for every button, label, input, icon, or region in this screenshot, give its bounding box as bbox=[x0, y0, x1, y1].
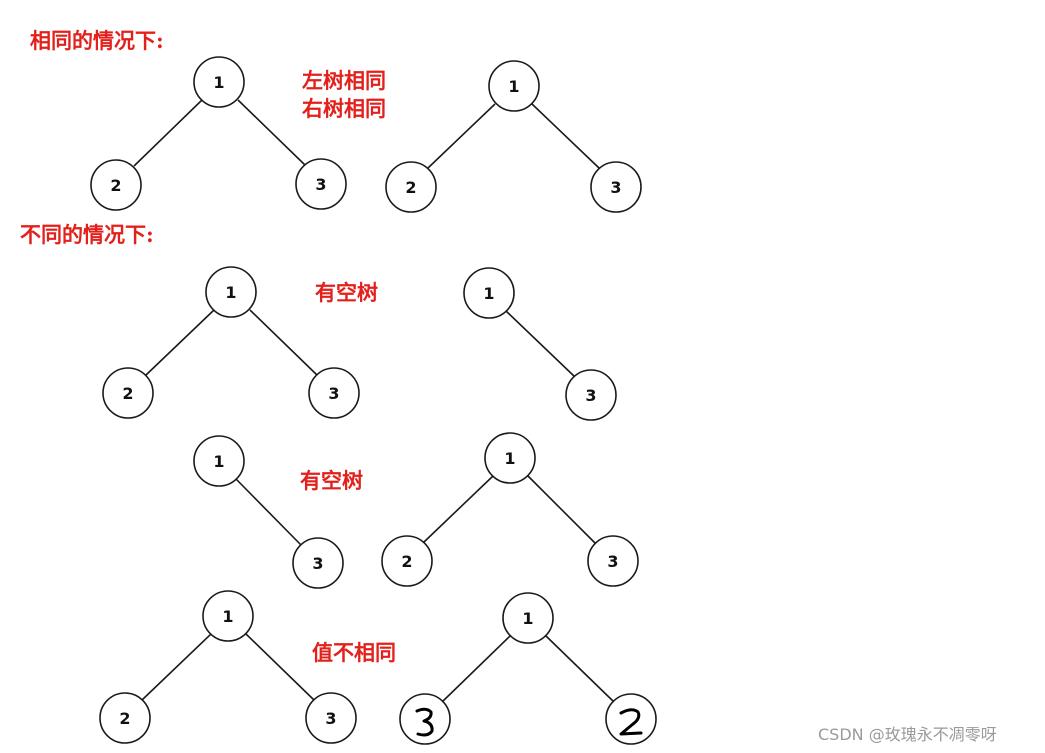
node-label: 1 bbox=[483, 284, 494, 303]
tree-node: 3 bbox=[587, 535, 639, 587]
tree-edge bbox=[145, 309, 215, 376]
tree-edge bbox=[441, 635, 511, 703]
node-label: 2 bbox=[405, 178, 416, 197]
tree-node-handwritten-3 bbox=[399, 693, 451, 745]
tree-edge bbox=[423, 475, 494, 543]
annotation-empty-2: 有空树 bbox=[300, 468, 363, 493]
node-label: 1 bbox=[508, 77, 519, 96]
tree-edge bbox=[527, 475, 597, 545]
node-label: 2 bbox=[401, 552, 412, 571]
tree-node: 3 bbox=[295, 158, 347, 210]
node-label: 3 bbox=[585, 386, 596, 405]
annotation-empty-1: 有空树 bbox=[315, 280, 378, 305]
tree-node: 1 bbox=[193, 435, 245, 487]
annotation-left-same: 左树相同 bbox=[302, 68, 386, 93]
tree-node: 2 bbox=[381, 535, 433, 587]
tree-value-right: 1 bbox=[399, 592, 657, 745]
handwritten-digit bbox=[415, 707, 434, 737]
node-label: 3 bbox=[328, 384, 339, 403]
tree-node: 1 bbox=[205, 266, 257, 318]
tree-node: 3 bbox=[305, 692, 357, 744]
heading-different: 不同的情况下: bbox=[20, 222, 154, 247]
tree-node: 2 bbox=[102, 367, 154, 419]
tree-empty1-right: 1 3 bbox=[463, 267, 617, 421]
tree-edge bbox=[245, 633, 315, 701]
tree-empty2-right: 1 2 3 bbox=[381, 432, 639, 587]
node-label: 1 bbox=[213, 73, 224, 92]
tree-node: 2 bbox=[99, 692, 151, 744]
node-label: 3 bbox=[325, 709, 336, 728]
tree-node: 3 bbox=[565, 369, 617, 421]
tree-node: 3 bbox=[590, 161, 642, 213]
tree-value-left: 1 2 3 bbox=[99, 590, 357, 744]
tree-node: 2 bbox=[90, 159, 142, 211]
annotation-value-diff: 值不相同 bbox=[312, 640, 396, 665]
tree-node: 1 bbox=[463, 267, 515, 319]
tree-edge bbox=[249, 309, 318, 376]
tree-edge bbox=[545, 635, 615, 703]
node-label: 1 bbox=[504, 449, 515, 468]
tree-node: 3 bbox=[292, 537, 344, 589]
tree-empty1-left: 1 2 3 bbox=[102, 266, 360, 419]
tree-same-left: 1 2 3 bbox=[90, 56, 347, 211]
tree-edge bbox=[133, 99, 203, 167]
node-label: 2 bbox=[110, 176, 121, 195]
node-label: 3 bbox=[315, 175, 326, 194]
tree-edge bbox=[531, 103, 600, 169]
tree-same-right: 1 2 3 bbox=[385, 60, 642, 213]
tree-node: 2 bbox=[385, 161, 437, 213]
tree-edge bbox=[235, 478, 303, 547]
node-label: 2 bbox=[122, 384, 133, 403]
tree-edge bbox=[427, 103, 496, 169]
tree-node: 1 bbox=[502, 592, 554, 644]
node-label: 3 bbox=[607, 552, 618, 571]
watermark: CSDN @玫瑰永不凋零呀 bbox=[818, 725, 997, 744]
node-label: 1 bbox=[225, 283, 236, 302]
tree-edge bbox=[141, 633, 212, 701]
node-label: 1 bbox=[222, 607, 233, 626]
tree-node: 1 bbox=[193, 56, 245, 108]
node-label: 1 bbox=[213, 452, 224, 471]
tree-node: 1 bbox=[484, 432, 536, 484]
handwritten-digit bbox=[619, 708, 643, 736]
tree-node: 1 bbox=[488, 60, 540, 112]
tree-edge bbox=[505, 310, 576, 378]
tree-empty2-left: 1 3 bbox=[193, 435, 344, 589]
tree-node: 1 bbox=[202, 590, 254, 642]
tree-edge bbox=[237, 99, 306, 166]
node-label: 2 bbox=[119, 709, 130, 728]
node-label: 3 bbox=[610, 178, 621, 197]
heading-same: 相同的情况下: bbox=[30, 28, 164, 53]
annotation-right-same: 右树相同 bbox=[302, 96, 386, 121]
node-label: 3 bbox=[312, 554, 323, 573]
tree-node-handwritten-2 bbox=[605, 693, 657, 745]
tree-node: 3 bbox=[308, 367, 360, 419]
node-label: 1 bbox=[522, 609, 533, 628]
